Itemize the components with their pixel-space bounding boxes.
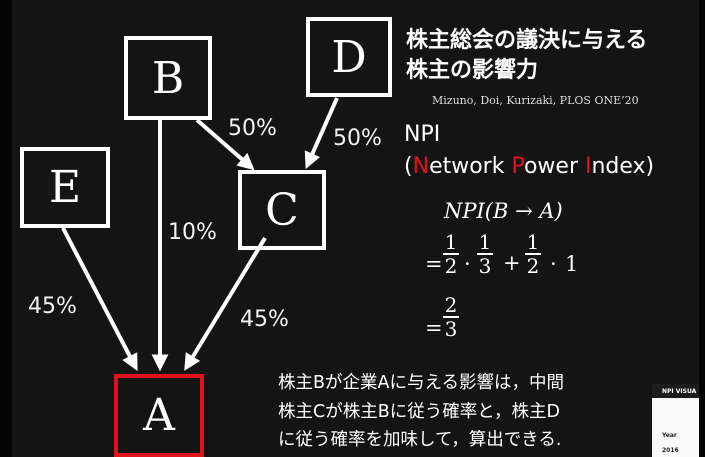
- edge-label-d-to-c: 50%: [333, 126, 382, 151]
- formula-plus: +: [503, 251, 521, 275]
- note-line1: 株主Bが企業Aに与える影響は，中間: [278, 373, 564, 393]
- edge-d-to-c: [304, 97, 339, 170]
- edge-label-e-to-a: 45%: [28, 294, 77, 319]
- fraction-denominator: 3: [478, 254, 492, 278]
- edge-b-to-c: [195, 118, 255, 171]
- fraction-numerator: 1: [526, 230, 540, 254]
- node-a: A: [114, 374, 204, 457]
- npi-label: NPI: [404, 122, 441, 147]
- node-b: B: [124, 36, 212, 120]
- thumbnail-header: [652, 384, 705, 398]
- npi-n-initial: N: [412, 154, 430, 179]
- fraction-numerator: 1: [444, 230, 458, 254]
- slide-title-line2: 株主の影響力: [406, 58, 539, 83]
- npi-index-rest: ndex): [591, 154, 655, 179]
- edge-label-c-to-a: 45%: [240, 307, 289, 332]
- edge-e-to-a: [61, 227, 138, 371]
- edge-c-to-a: [184, 236, 267, 371]
- fraction-denominator: 2: [444, 254, 458, 278]
- npi-expansion: (Network Power Index): [404, 154, 654, 179]
- edge-label-b-to-a: 10%: [168, 220, 217, 245]
- npi-p-initial: P: [511, 154, 524, 179]
- formula-dot-2: ·: [550, 252, 557, 276]
- formula-one: 1: [565, 252, 579, 276]
- npi-visualizer-thumbnail: NPI VISUA Year 2016: [652, 384, 705, 457]
- thumbnail-title: NPI VISUA: [662, 388, 697, 395]
- note-line3: に従う確率を加味して，算出できる.: [278, 430, 562, 450]
- thumbnail-year-label: Year: [662, 432, 677, 439]
- fraction-denominator: 2: [526, 254, 540, 278]
- citation: Mizuno, Doi, Kurizaki, PLOS ONE’20: [432, 94, 639, 107]
- formula-equals-1: =: [425, 252, 443, 276]
- npi-open-paren: (: [404, 154, 413, 179]
- npi-i-initial: I: [584, 154, 592, 179]
- slide-title-line1: 株主総会の議決に与える: [406, 28, 648, 53]
- npi-network-rest: etwork: [429, 154, 512, 179]
- thumbnail-year-value: 2016: [662, 447, 679, 454]
- node-e: E: [20, 147, 110, 228]
- node-d: D: [306, 17, 392, 97]
- formula-dot-1: ·: [464, 252, 471, 276]
- edge-label-b-to-c: 50%: [228, 116, 277, 141]
- node-c: C: [238, 170, 326, 250]
- formula-equals-2: =: [425, 316, 443, 340]
- npi-power-rest: ower: [523, 154, 585, 179]
- fraction-numerator: 1: [478, 230, 492, 254]
- note-line2: 株主Cが株主Bに従う確率と，株主D: [278, 402, 560, 422]
- fraction-denominator: 3: [444, 317, 458, 341]
- formula-lhs: NPI(B → A): [444, 199, 563, 223]
- fraction-numerator: 2: [444, 293, 458, 317]
